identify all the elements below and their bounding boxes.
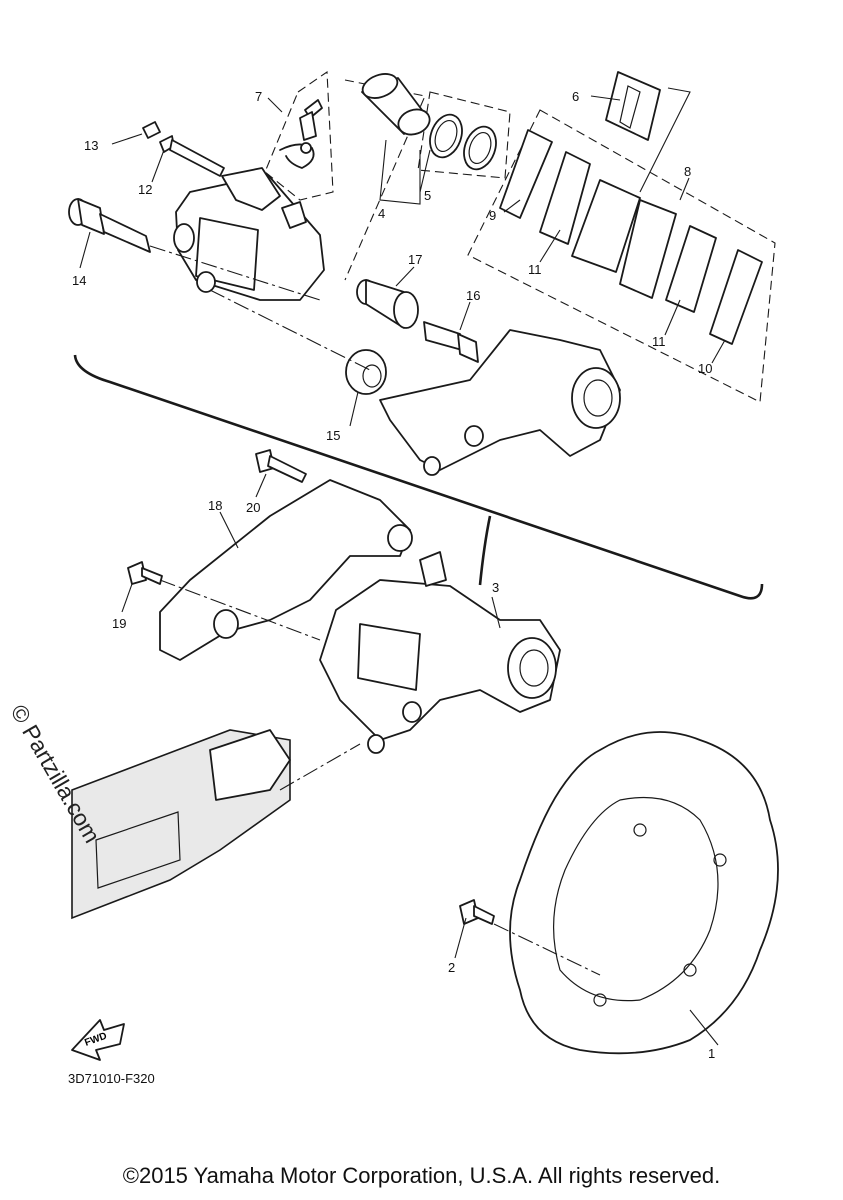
caliper-body-exploded — [173, 167, 325, 301]
swingarm — [71, 729, 291, 920]
boot-upper — [356, 279, 419, 329]
callout-8: 8 — [684, 164, 691, 179]
piston-seals — [429, 113, 497, 171]
caliper-assembly — [319, 551, 561, 754]
pad-shim-left — [499, 129, 553, 219]
callout-14: 14 — [72, 273, 86, 288]
leader-lines — [79, 95, 726, 1046]
callout-18: 18 — [208, 498, 222, 513]
bracket-bolt-lower — [127, 561, 163, 585]
fwd-arrow-icon: FWD — [71, 1019, 125, 1061]
caliper-bracket-exploded — [379, 329, 621, 476]
pad-clip — [605, 71, 661, 141]
pad-pin — [159, 135, 225, 177]
centerline-disc-bolt — [493, 923, 601, 976]
brake-pad-center — [571, 179, 677, 299]
caliper-group-line — [344, 79, 426, 281]
piston — [361, 73, 431, 136]
disc-bolt — [459, 899, 495, 925]
bleed-screw-group-box — [264, 70, 334, 201]
bracket-bolt — [255, 449, 307, 483]
centerline-caliper — [209, 289, 371, 371]
centerline-swingarm — [279, 743, 361, 791]
pad-pin-plug — [142, 121, 161, 139]
seal-group-box — [417, 91, 511, 179]
callout-17: 17 — [408, 252, 422, 267]
callout-12: 12 — [138, 182, 152, 197]
callout-20: 20 — [246, 500, 260, 515]
callout-7: 7 — [255, 89, 262, 104]
callout-6: 6 — [572, 89, 579, 104]
centerline-bracket — [159, 579, 321, 641]
brake-pad-right — [665, 225, 717, 313]
boot-lower — [345, 349, 387, 395]
pad-shim-right — [709, 249, 763, 345]
callout-19: 19 — [112, 616, 126, 631]
group-bracket-tip — [478, 515, 492, 586]
callout-5: 5 — [424, 188, 431, 203]
brake-disc — [509, 731, 779, 1055]
callout-2: 2 — [448, 960, 455, 975]
bleed-screw — [279, 99, 323, 169]
group-bracket — [73, 354, 764, 600]
brake-pad-left — [539, 151, 591, 245]
callout-10: 10 — [698, 361, 712, 376]
callout-16: 16 — [466, 288, 480, 303]
slide-pin — [68, 198, 151, 253]
diagram-code: 3D71010-F320 — [68, 1071, 155, 1086]
callout-13: 13 — [84, 138, 98, 153]
callout-11-a: 11 — [528, 262, 542, 277]
callout-11-b: 11 — [652, 334, 666, 349]
centerline-pins — [149, 245, 321, 301]
callout-3: 3 — [492, 580, 499, 595]
copyright-notice: ©2015 Yamaha Motor Corporation, U.S.A. A… — [122, 1163, 721, 1188]
callout-15: 15 — [326, 428, 340, 443]
caliper-bracket-pin — [423, 321, 479, 363]
callout-1: 1 — [708, 1046, 715, 1061]
callout-4: 4 — [378, 206, 385, 221]
pad-clip-bracket — [639, 87, 691, 193]
callout-9: 9 — [489, 208, 496, 223]
callouts: 1 2 3 4 5 6 7 8 9 10 11 11 12 13 14 15 1… — [72, 89, 715, 1061]
torque-bracket — [159, 479, 413, 661]
